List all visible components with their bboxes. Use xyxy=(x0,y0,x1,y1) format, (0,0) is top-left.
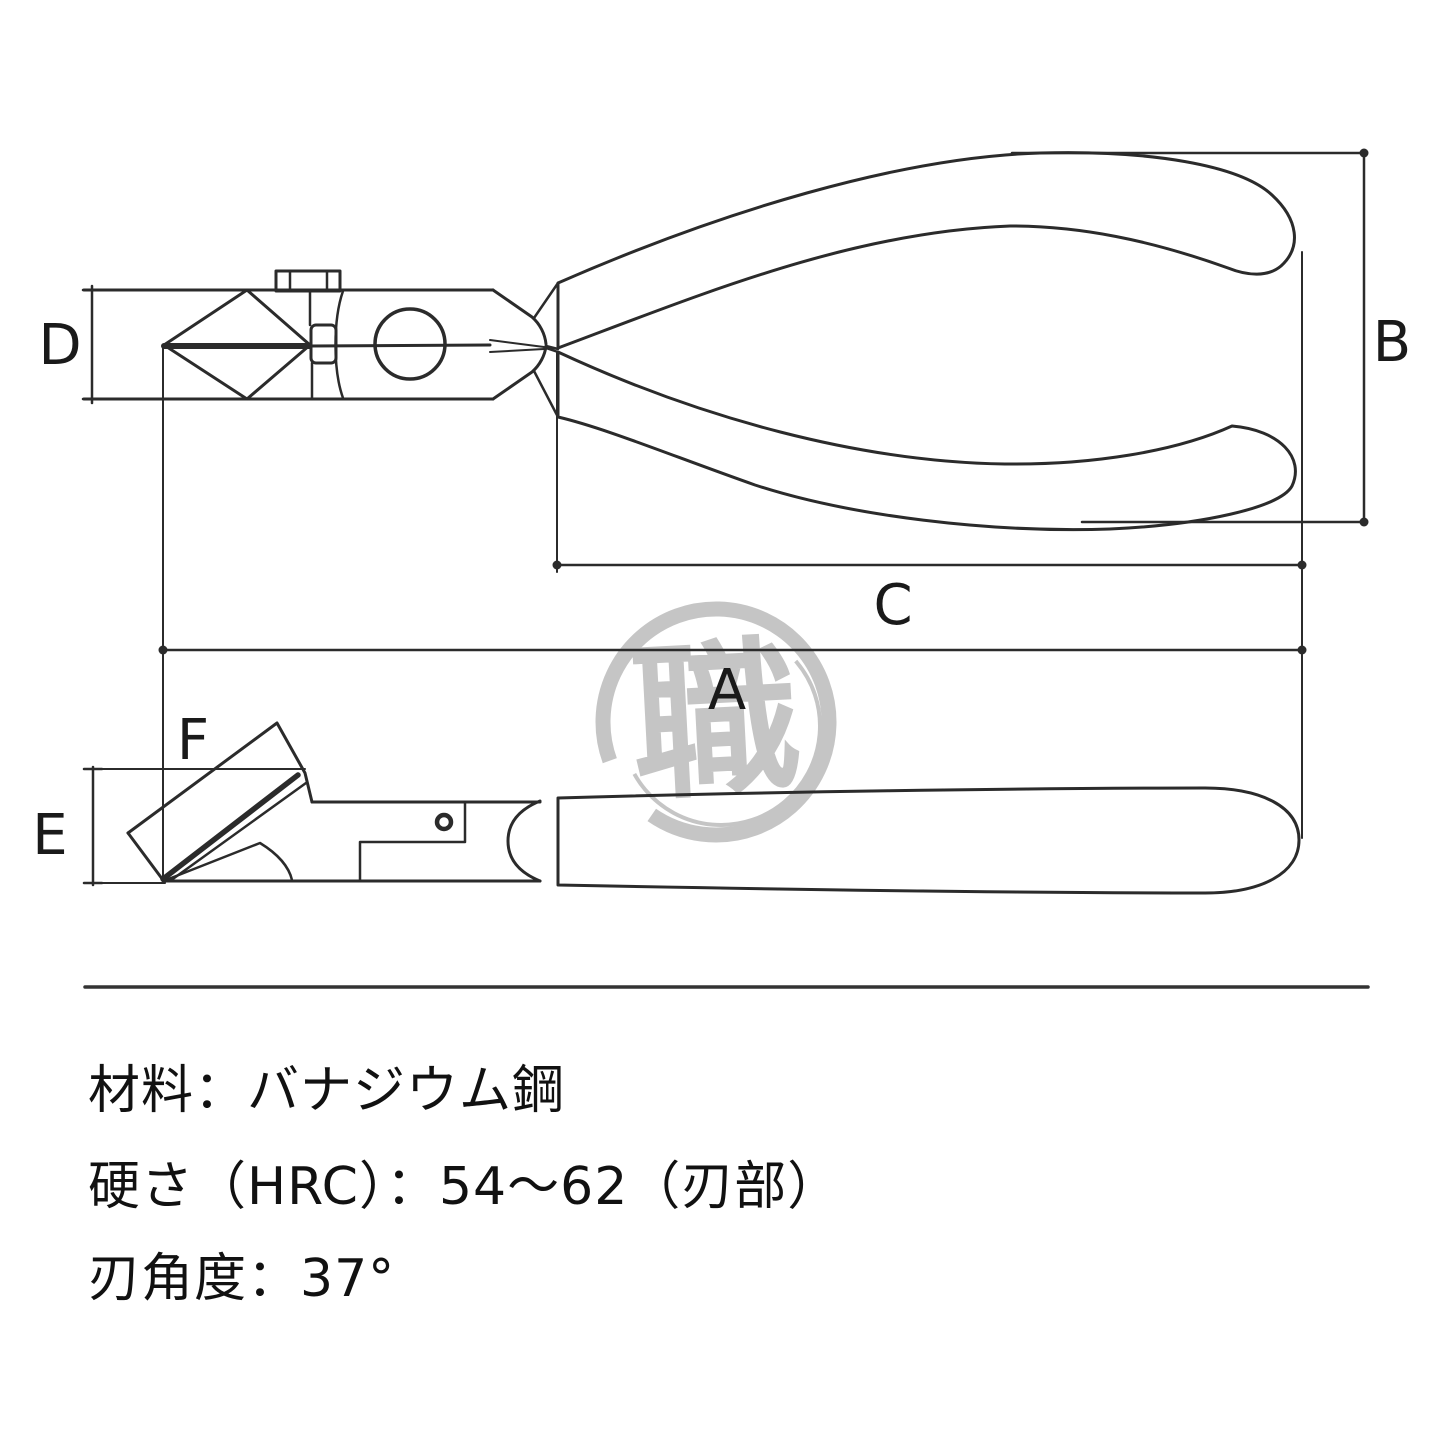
spec-material: 材料：バナジウム鋼 xyxy=(88,1061,566,1121)
dim-c-dot-left xyxy=(552,560,562,570)
spec-blade-angle: 刃角度：37° xyxy=(88,1249,396,1309)
shank-inner-lines xyxy=(544,344,560,354)
lap-joint-step xyxy=(358,801,467,882)
rivet-hole xyxy=(434,812,454,832)
jaw-body-front-curve xyxy=(164,841,294,882)
cutting-seam-thin xyxy=(308,343,492,348)
pivot-bump xyxy=(506,799,542,883)
label-f: F xyxy=(177,708,209,773)
blade-front-edge xyxy=(126,831,165,882)
label-b: B xyxy=(1373,310,1411,375)
head-right-upper-slant xyxy=(491,288,548,346)
top-view xyxy=(82,151,1297,532)
label-d: D xyxy=(38,313,81,378)
spec-hardness: 硬さ（HRC）：54～62（刃部） xyxy=(88,1157,841,1217)
side-handle-grip xyxy=(556,786,1301,895)
dim-d-ticks xyxy=(81,288,103,401)
head-right-lower-slant xyxy=(491,344,548,401)
dimension-labels: A B C D E F xyxy=(32,310,1411,868)
pivot-slot-lines xyxy=(489,339,545,353)
screw-head-facets xyxy=(288,269,329,293)
label-e: E xyxy=(32,803,67,868)
lower-shank-outer xyxy=(532,369,560,419)
dim-b-dot-bottom xyxy=(1359,517,1369,527)
cutting-edge-slit-thin xyxy=(168,781,308,883)
dim-e-ticks xyxy=(82,767,104,885)
lower-handle-grip xyxy=(556,350,1297,532)
watermark-kanji: 職 xyxy=(627,620,805,825)
watermark-inner-ring-icon xyxy=(620,625,822,827)
screw-head xyxy=(274,269,342,293)
dim-c-dot-right xyxy=(1297,560,1307,570)
dim-b-dot-top xyxy=(1359,148,1369,158)
watermark-brush-circle-icon xyxy=(595,601,837,843)
screw-nut xyxy=(309,323,338,365)
label-a: A xyxy=(708,658,746,723)
dim-a-dot-right xyxy=(1297,645,1307,655)
pivot-hole xyxy=(373,307,447,381)
upper-shank-outer xyxy=(532,281,560,320)
blade-back-edge xyxy=(126,721,314,835)
dimension-lines xyxy=(81,148,1369,887)
joint-plate-curve xyxy=(334,289,345,400)
dim-a-dot-left xyxy=(158,645,168,655)
cutting-edge-slit-thick xyxy=(160,772,301,882)
upper-handle-grip xyxy=(556,151,1296,350)
side-view xyxy=(126,721,1301,895)
label-c: C xyxy=(873,573,912,638)
dim-b-extensions xyxy=(1010,151,1366,524)
watermark-stamp: 職 xyxy=(595,601,837,843)
